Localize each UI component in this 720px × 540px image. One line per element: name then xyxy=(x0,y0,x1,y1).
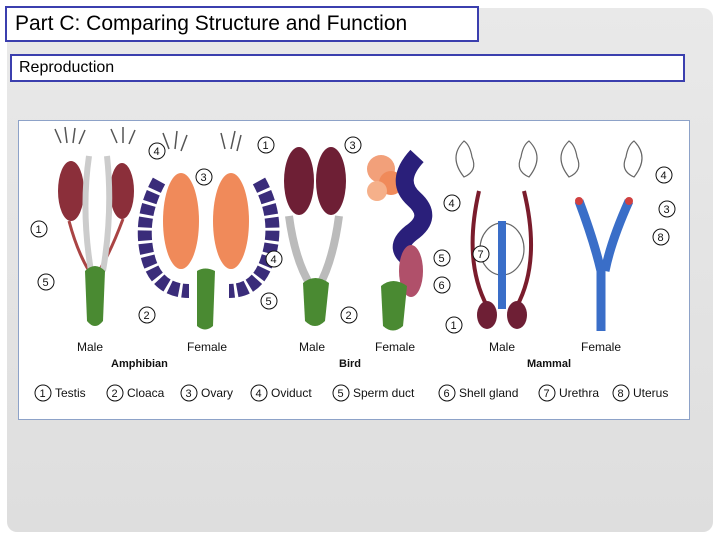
amphibian-female-label: Female xyxy=(187,340,227,354)
svg-text:4: 4 xyxy=(256,388,262,400)
key-label: Ovary xyxy=(201,386,233,400)
amphibian-group-label: Amphibian xyxy=(111,358,168,370)
callout-number: 3 xyxy=(664,204,670,216)
callout-number: 1 xyxy=(263,140,269,152)
title-box: Part C: Comparing Structure and Function xyxy=(5,6,479,42)
key-label: Urethra xyxy=(559,386,599,400)
callout-number: 8 xyxy=(658,232,664,244)
callout-number: 3 xyxy=(350,140,356,152)
callout-number: 3 xyxy=(201,172,207,184)
figure-svg: Male Female Amphibian Male Female Bird M… xyxy=(30,126,676,402)
mammal-male-label: Male xyxy=(489,340,515,354)
key-label: Oviduct xyxy=(271,386,312,400)
amphibian-female-drawing xyxy=(137,130,280,330)
bird-male-label: Male xyxy=(299,340,325,354)
mammal-female-label: Female xyxy=(581,340,621,354)
callout-number: 6 xyxy=(439,280,445,292)
key-label: Shell gland xyxy=(459,386,518,400)
svg-text:8: 8 xyxy=(618,388,624,400)
callouts: 1 5 4 3 2 4 1 3 4 5 2 5 6 4 7 1 4 3 8 xyxy=(30,136,676,334)
callout-number: 5 xyxy=(266,296,272,308)
slide-subtitle: Reproduction xyxy=(19,59,115,76)
reproductive-systems-figure: Male Female Amphibian Male Female Bird M… xyxy=(18,120,690,420)
figure-key: 1 Testis 2 Cloaca 3 Ovary 4 Oviduct 5 Sp… xyxy=(34,384,668,402)
svg-text:5: 5 xyxy=(338,388,344,400)
callout-number: 7 xyxy=(478,249,484,261)
amphibian-male-label: Male xyxy=(77,340,103,354)
callout-number: 4 xyxy=(271,254,277,266)
subtitle-box: Reproduction xyxy=(10,54,685,82)
callout-number: 5 xyxy=(439,253,445,265)
key-label: Testis xyxy=(55,386,86,400)
mammal-group-label: Mammal xyxy=(527,358,571,370)
key-label: Cloaca xyxy=(127,386,165,400)
svg-text:6: 6 xyxy=(444,388,450,400)
callout-number: 1 xyxy=(36,224,42,236)
key-label: Sperm duct xyxy=(353,386,415,400)
callout-number: 4 xyxy=(154,146,160,158)
bird-group-label: Bird xyxy=(339,358,361,370)
callout-number: 2 xyxy=(144,310,150,322)
slide-title: Part C: Comparing Structure and Function xyxy=(15,12,408,35)
svg-text:2: 2 xyxy=(112,388,118,400)
bird-female-label: Female xyxy=(375,340,415,354)
mammal-male-drawing xyxy=(455,140,538,329)
amphibian-male-drawing xyxy=(54,126,136,326)
bird-male-drawing xyxy=(284,147,346,326)
callout-number: 1 xyxy=(451,320,457,332)
svg-text:7: 7 xyxy=(544,388,550,400)
mammal-female-drawing xyxy=(560,140,643,331)
callout-number: 4 xyxy=(449,198,455,210)
callout-number: 5 xyxy=(43,277,49,289)
key-label: Uterus xyxy=(633,386,668,400)
svg-text:3: 3 xyxy=(186,388,192,400)
callout-number: 2 xyxy=(346,310,352,322)
callout-number: 4 xyxy=(661,170,667,182)
svg-text:1: 1 xyxy=(40,388,46,400)
bird-female-drawing xyxy=(367,149,433,331)
